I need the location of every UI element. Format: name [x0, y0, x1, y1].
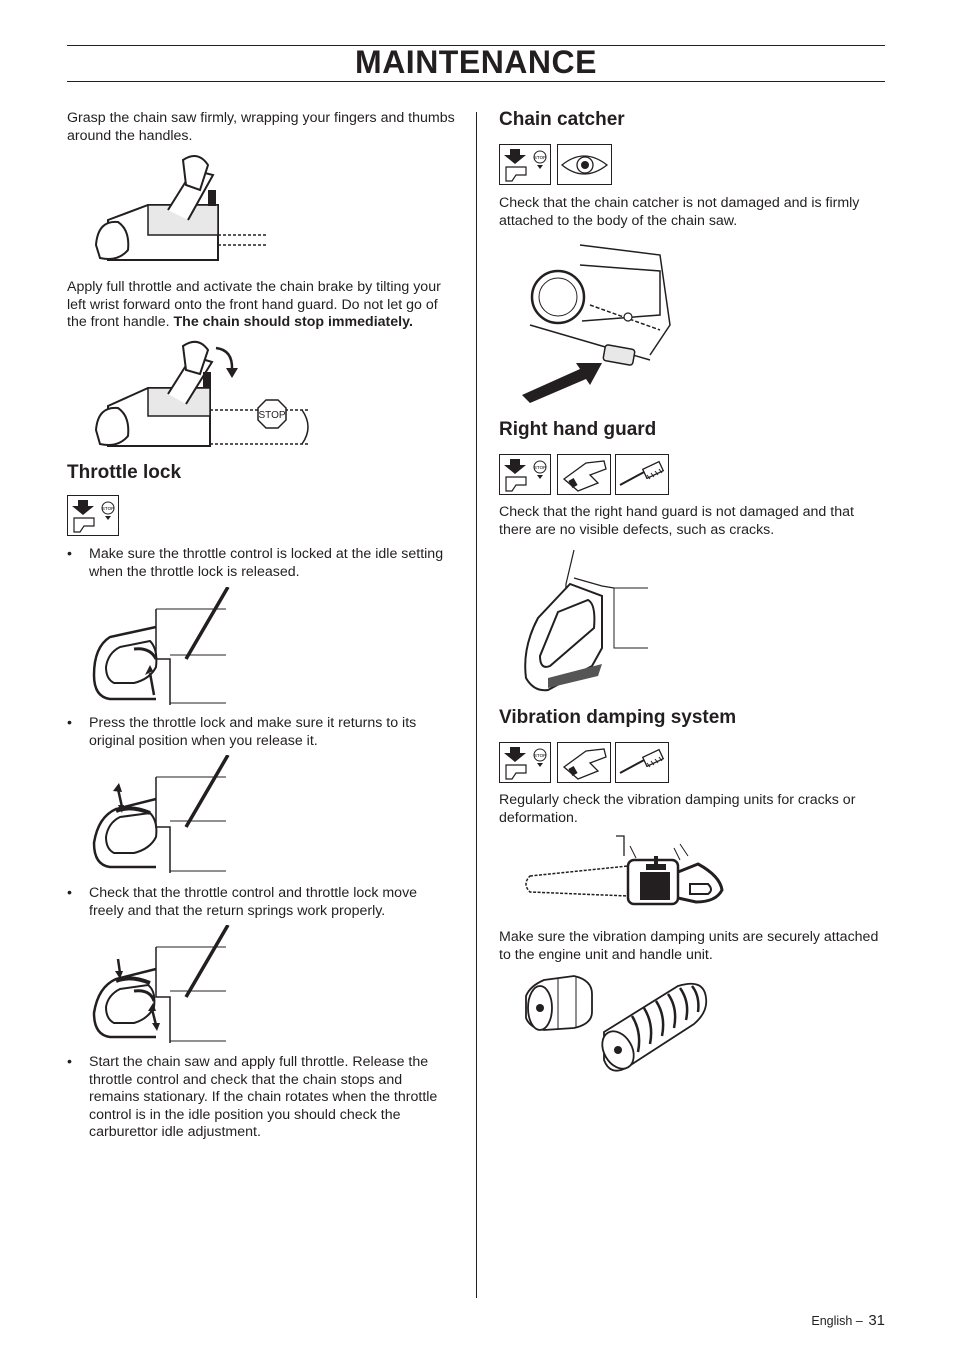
brush-icon	[615, 454, 669, 495]
brush-icon	[615, 742, 669, 783]
chain-catcher-illustration	[520, 235, 680, 405]
stop-engine-icon: STOP	[67, 495, 119, 536]
gloves-icon	[557, 742, 611, 783]
bullet-3-text: Check that the throttle control and thro…	[89, 885, 418, 919]
throttle-lock-heading: Throttle lock	[67, 462, 182, 483]
vibration-heading: Vibration damping system	[499, 707, 737, 728]
header-bottom-rule	[67, 81, 885, 82]
throttle-idle-illustration	[90, 587, 232, 705]
icon-stop-label: STOP	[534, 753, 546, 758]
bullet-4-text: Start the chain saw and apply full throt…	[89, 1054, 438, 1140]
footer-language: English	[811, 1314, 853, 1328]
chain-catcher-heading: Chain catcher	[499, 109, 625, 130]
right-hand-guard-illustration	[518, 548, 650, 694]
gloves-icon	[557, 454, 611, 495]
icon-stop-label: STOP	[534, 465, 546, 470]
vibration-text-1: Regularly check the vibration damping un…	[499, 792, 856, 826]
throttle-lock-return-illustration	[90, 755, 232, 873]
grip-illustration	[88, 150, 268, 270]
icon-stop-label: STOP	[102, 506, 114, 511]
inspect-eye-icon	[557, 144, 612, 185]
bullet-1-text: Make sure the throttle control is locked…	[89, 546, 444, 580]
vibration-saw-illustration	[520, 832, 726, 914]
stop-engine-icon: STOP	[499, 454, 551, 495]
throttle-springs-illustration	[90, 925, 232, 1043]
right-hand-guard-heading: Right hand guard	[499, 419, 657, 440]
stop-engine-icon: STOP	[499, 144, 551, 185]
icon-stop-label: STOP	[534, 155, 546, 160]
vibration-text-2: Make sure the vibration damping units ar…	[499, 929, 879, 963]
brake-text: Apply full throttle and activate the cha…	[67, 279, 459, 332]
header-top-rule	[67, 45, 885, 46]
column-divider	[476, 112, 477, 1298]
page-title: MAINTENANCE	[355, 44, 597, 80]
intro-text: Grasp the chain saw firmly, wrapping you…	[67, 110, 455, 144]
footer-dash: –	[855, 1314, 863, 1328]
chain-catcher-text: Check that the chain catcher is not dama…	[499, 195, 860, 229]
brake-text-main: Apply full throttle and activate the cha…	[67, 279, 441, 330]
stop-engine-icon: STOP	[499, 742, 551, 783]
stop-sign-label: STOP	[258, 410, 285, 421]
brake-illustration: STOP	[88, 338, 318, 450]
page-number: 31	[868, 1312, 885, 1329]
bullet-2-text: Press the throttle lock and make sure it…	[89, 715, 417, 749]
brake-text-bold: The chain should stop immediately.	[173, 314, 413, 330]
page-footer: English – 31	[811, 1312, 885, 1329]
damping-units-illustration	[518, 968, 714, 1076]
right-hand-guard-text: Check that the right hand guard is not d…	[499, 504, 854, 538]
